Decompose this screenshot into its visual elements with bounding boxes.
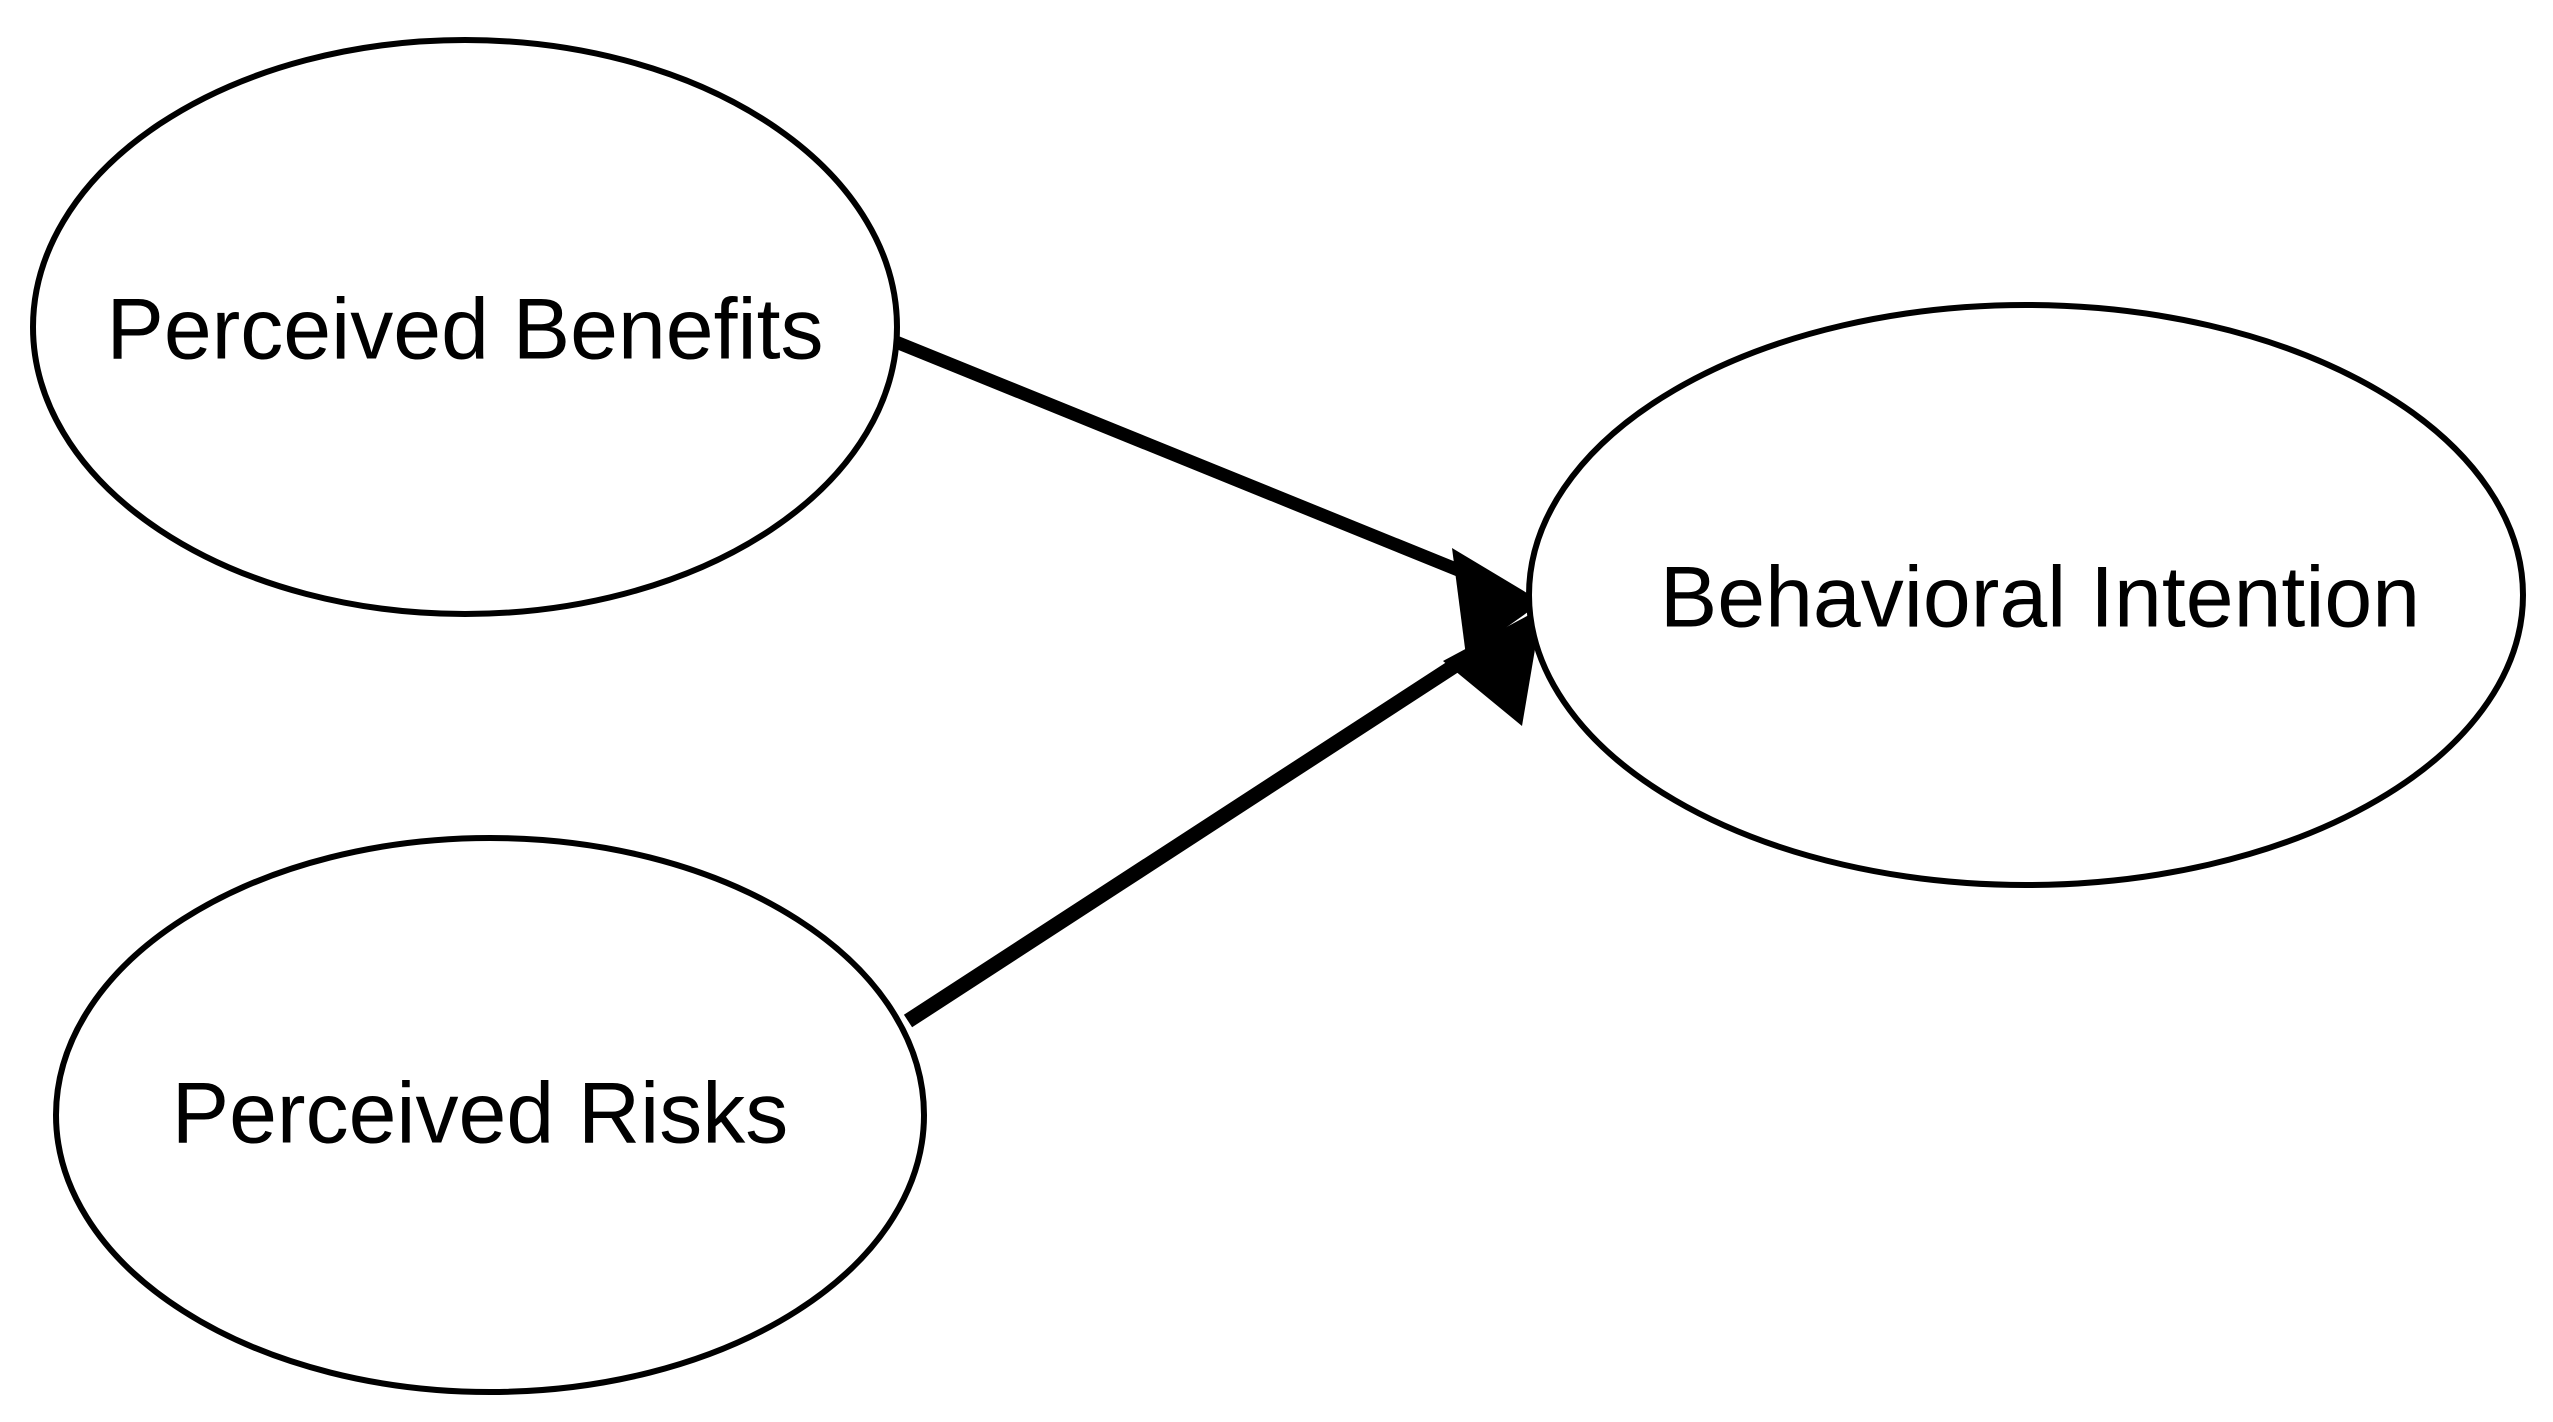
- edge-benefits-to-intention[interactable]: [893, 335, 1542, 656]
- behavioral-intention-ellipse: [1526, 302, 2526, 888]
- perceived-risks-label: Perceived Risks: [172, 1066, 789, 1162]
- perceived-benefits-ellipse: [30, 37, 900, 617]
- arrowhead-risks-icon: [1443, 608, 1542, 726]
- edge-risks-to-intention[interactable]: [903, 608, 1542, 1028]
- node-behavioral-intention[interactable]: Behavioral Intention: [1526, 302, 2526, 888]
- node-perceived-risks[interactable]: Perceived Risks: [53, 835, 927, 1395]
- arrowhead-benefits-icon: [1452, 548, 1542, 656]
- edge-risks-line: [903, 626, 1510, 1028]
- behavioral-intention-label: Behavioral Intention: [1660, 550, 2420, 646]
- perceived-benefits-label: Perceived Benefits: [106, 282, 823, 378]
- perceived-risks-ellipse: [53, 835, 927, 1395]
- edge-benefits-line: [893, 335, 1513, 598]
- node-perceived-benefits[interactable]: Perceived Benefits: [30, 37, 900, 617]
